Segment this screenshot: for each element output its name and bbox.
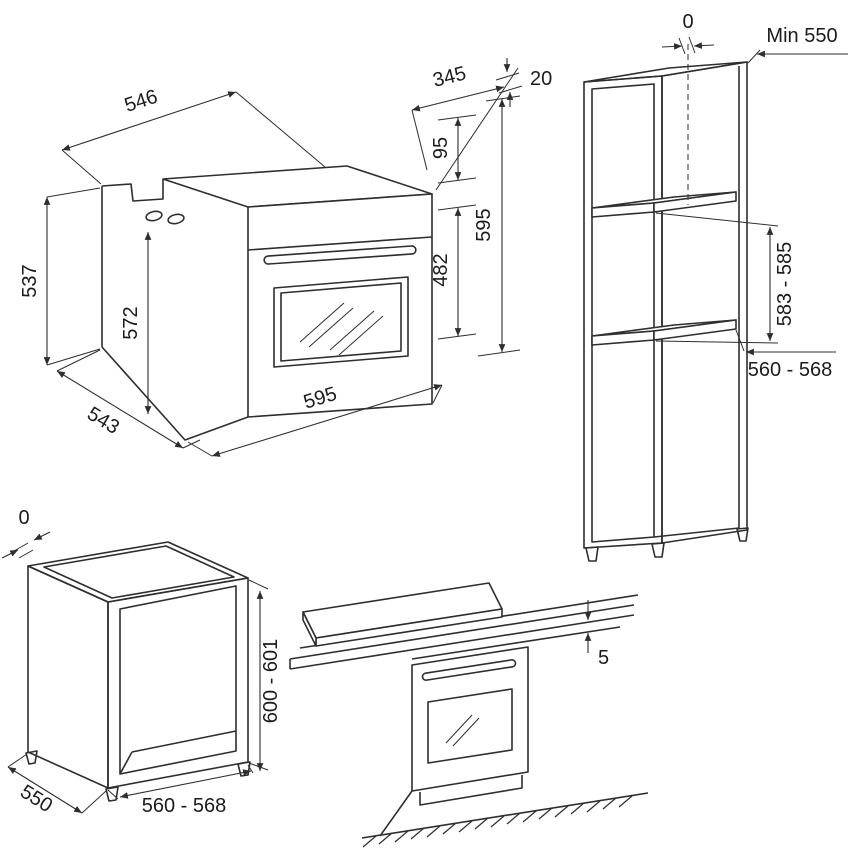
dim-label-95: 95 (430, 137, 452, 159)
dim-label-600-601: 600 - 601 (260, 639, 282, 724)
tall-cabinet-dimensions: 0 Min 550 583 - 585 560 - 568 (655, 11, 848, 381)
dim-label-flush-0: 0 (682, 11, 693, 33)
control-panel-line (247, 236, 433, 251)
glass-shine (299, 302, 345, 343)
shelf (591, 191, 737, 218)
under-counter-oven (379, 646, 529, 837)
hob (302, 582, 503, 647)
dim-label-5: 5 (598, 647, 609, 669)
dim-label-flush-0-base: 0 (18, 507, 29, 529)
cabinet-foot (25, 750, 38, 765)
under-counter-oven-figure: 5 (289, 582, 649, 848)
cabinet-foot (585, 546, 599, 562)
dim-label-583-585: 583 - 585 (774, 242, 796, 327)
base-cabinet-carcass (25, 541, 251, 802)
cabinet-left-face (27, 565, 109, 789)
dim-label-345: 345 (431, 62, 469, 91)
base-cabinet-figure: 0 600 - 601 550 560 - 568 (1, 507, 282, 817)
dim-label-572: 572 (120, 306, 142, 339)
floor-hatching (361, 792, 649, 848)
cabinet-top-face (583, 61, 748, 83)
cabinet-front-frame (583, 75, 663, 549)
oven-handle (421, 659, 517, 681)
cabinet-foot (237, 761, 251, 777)
worktop-gap-dimension: 5 (584, 600, 609, 669)
oven-handle (263, 245, 417, 265)
glass-shine (445, 714, 473, 744)
dim-label-546: 546 (122, 86, 161, 117)
dim-label-min-550: Min 550 (766, 25, 837, 47)
dim-label-560-568-tall: 560 - 568 (748, 359, 833, 381)
oven-door-window (273, 276, 409, 368)
control-knob (167, 213, 185, 225)
built-in-oven-figure: 537 572 546 345 20 95 482 595 543 595 (19, 58, 552, 457)
dim-label-560-568-base: 560 - 568 (142, 795, 227, 817)
shelf (591, 319, 737, 346)
dim-label-482: 482 (430, 253, 452, 286)
tall-cabinet-figure: 0 Min 550 583 - 585 560 - 568 (583, 11, 848, 562)
control-knob (145, 210, 163, 222)
tall-cabinet-carcass (583, 44, 749, 562)
front-plane-extension-line (435, 67, 519, 191)
cabinet-foot (105, 786, 119, 802)
cabinet-foot (736, 527, 749, 542)
oven-door-window (427, 688, 513, 764)
dim-label-20: 20 (530, 68, 552, 90)
oven-body (162, 165, 433, 418)
dim-label-550: 550 (16, 781, 56, 817)
cabinet-right-face (661, 61, 748, 544)
dim-label-595-height: 595 (473, 208, 495, 241)
cabinet-foot (651, 542, 665, 558)
dim-label-537: 537 (19, 264, 41, 297)
